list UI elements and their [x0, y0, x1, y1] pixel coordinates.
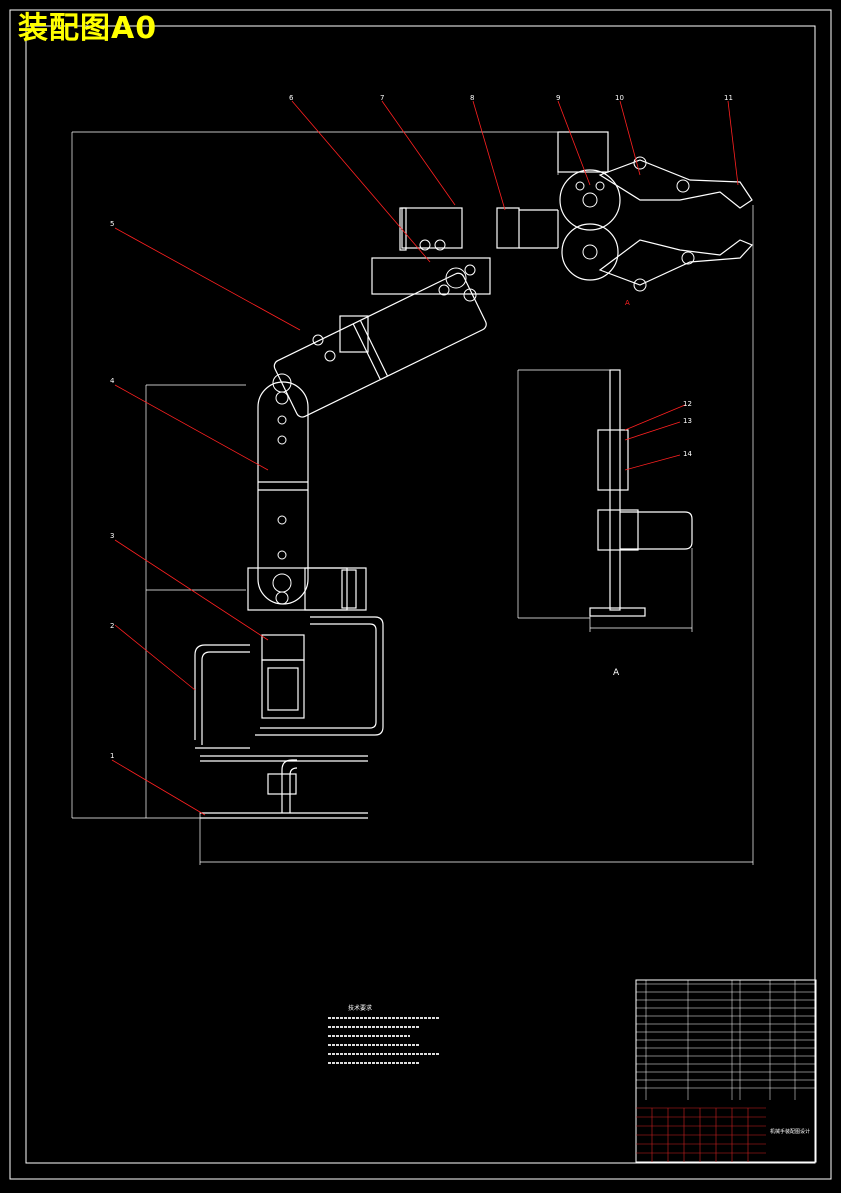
bolt-hole	[272, 573, 292, 593]
bolt-hole	[633, 156, 647, 170]
bolt-hole	[277, 515, 287, 525]
part-number-label: 9	[556, 94, 560, 102]
bolt-hole	[582, 244, 598, 260]
part-number-label: 2	[110, 622, 114, 630]
bolt-hole	[419, 239, 431, 251]
gripper	[557, 159, 754, 286]
tech-heading: 技术要求	[348, 1004, 372, 1012]
part-number-label: 14	[683, 450, 692, 458]
part-number-labels: 1 2 3 4 5 6 7 8 9 10 11 12 13 14 A A	[110, 94, 733, 760]
bolt-hole	[595, 181, 605, 191]
section-view-a	[589, 369, 693, 617]
arm-links	[257, 131, 609, 605]
part-number-label: 5	[110, 220, 114, 228]
view-label: A	[613, 668, 620, 678]
bolt-hole	[463, 288, 477, 302]
bolt-hole	[582, 192, 598, 208]
bolt-hole	[277, 415, 287, 425]
section-arrow-label: A	[625, 299, 630, 307]
bolt-hole	[275, 591, 289, 605]
part-number-label: 11	[724, 94, 733, 102]
bolt-hole	[275, 391, 289, 405]
title-block: 机械手装配图设计	[635, 979, 817, 1163]
part-number-label: 7	[380, 94, 384, 102]
part-number-label: 13	[683, 417, 692, 425]
leader-lines	[111, 100, 739, 816]
bolt-hole	[324, 350, 336, 362]
part-number-label: 1	[110, 752, 114, 760]
part-number-label: 8	[470, 94, 474, 102]
bolt-hole	[633, 278, 647, 292]
bolt-hole	[575, 181, 585, 191]
bolt-hole	[681, 251, 695, 265]
bolt-hole	[277, 435, 287, 445]
bolt-hole	[464, 264, 476, 276]
bolt-hole	[312, 334, 324, 346]
bolt-holes	[272, 156, 695, 605]
base-assembly	[194, 567, 384, 819]
title-block-name: 机械手装配图设计	[770, 1128, 810, 1135]
drawing-title: 装配图A0	[18, 11, 158, 46]
tech-requirements: 技术要求	[328, 1004, 440, 1064]
bolt-hole	[676, 179, 690, 193]
bolt-hole	[438, 284, 450, 296]
part-number-label: 12	[683, 400, 692, 408]
bolt-hole	[277, 550, 287, 560]
outer-frame	[9, 9, 832, 1180]
bolt-hole	[445, 267, 467, 289]
part-number-label: 6	[289, 94, 294, 102]
part-number-label: 3	[110, 532, 114, 540]
part-number-label: 10	[615, 94, 624, 102]
inner-frame	[25, 25, 816, 1164]
part-number-label: 4	[110, 377, 115, 385]
bolt-hole	[434, 239, 446, 251]
